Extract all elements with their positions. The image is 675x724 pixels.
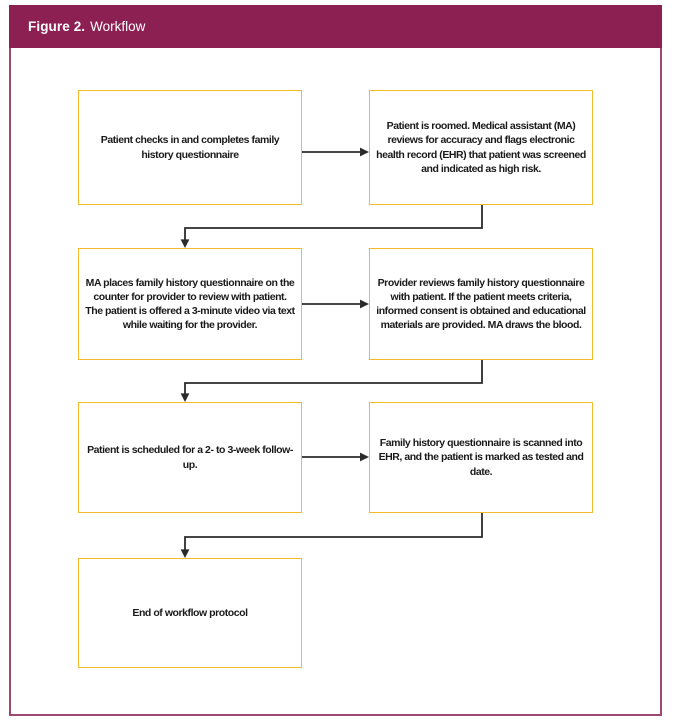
- flow-box-ma-places: MA places family history questionnaire o…: [78, 248, 302, 360]
- flow-box-end: End of workflow protocol: [78, 558, 302, 668]
- flow-box-checkin: Patient checks in and completes family h…: [78, 90, 302, 205]
- figure-header: Figure 2. Workflow: [9, 5, 662, 48]
- figure-title: Workflow: [90, 19, 146, 34]
- flow-box-provider-reviews-text: Provider reviews family history question…: [376, 276, 586, 332]
- flow-box-follow-up-text: Patient is scheduled for a 2- to 3-week …: [87, 444, 293, 471]
- flow-box-follow-up: Patient is scheduled for a 2- to 3-week …: [78, 402, 302, 513]
- flow-box-roomed: Patient is roomed. Medical assistant (MA…: [369, 90, 593, 205]
- flow-box-ma-places-text: MA places family history questionnaire o…: [85, 276, 295, 332]
- flow-box-end-text: End of workflow protocol: [132, 606, 248, 619]
- flow-box-scanned-text: Family history questionnaire is scanned …: [378, 437, 584, 478]
- flow-box-checkin-text: Patient checks in and completes family h…: [100, 134, 280, 161]
- flow-box-scanned: Family history questionnaire is scanned …: [369, 402, 593, 513]
- figure-label: Figure 2.: [28, 19, 86, 34]
- flow-box-provider-reviews: Provider reviews family history question…: [369, 248, 593, 360]
- flow-box-roomed-text: Patient is roomed. Medical assistant (MA…: [376, 120, 586, 175]
